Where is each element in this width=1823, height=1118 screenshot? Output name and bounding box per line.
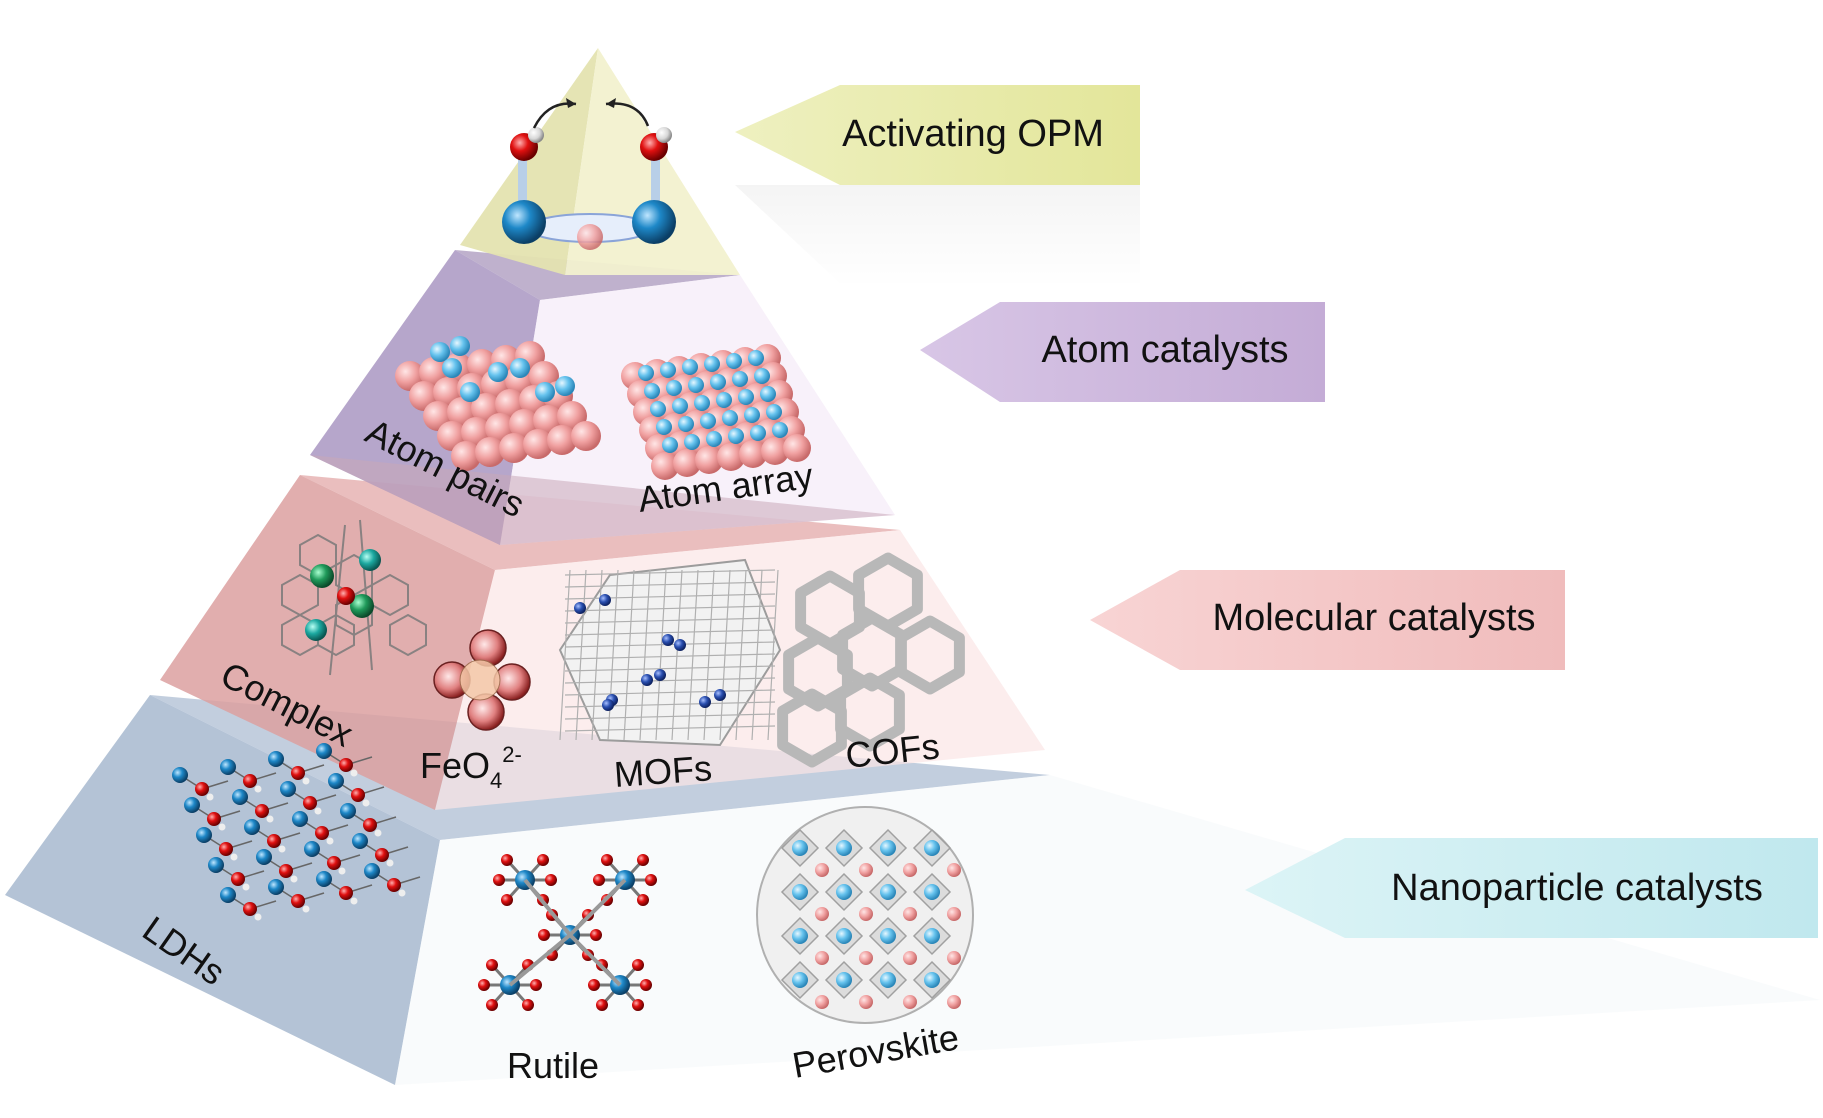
atom-pairs-illustration [395,336,601,471]
feo4-subscript: 4 [490,768,502,793]
feo4-base: FeO [420,745,490,786]
label-cofs: COFs [844,725,942,776]
mofs-illustration [558,558,782,747]
feo4-superscript: 2- [502,742,522,767]
tag-molecular-catalysts-label: Molecular catalysts [1212,597,1535,639]
tag-activating-opm: Activating OPM [735,85,1140,288]
tag-nanoparticle-catalysts-label: Nanoparticle catalysts [1391,867,1763,909]
label-feo4: FeO42- [420,742,522,793]
ldhs-illustration [172,743,421,921]
cofs-illustration [777,552,965,768]
tag-atom-catalysts-label: Atom catalysts [1041,329,1288,371]
rutile-illustration [478,854,657,1011]
atom-array-illustration [621,344,811,480]
perovskite-illustration [756,806,974,1024]
tag-activating-opm-label: Activating OPM [842,113,1104,155]
label-mofs: MOFs [613,747,714,795]
tag-atom-catalysts: Atom catalysts [920,302,1325,402]
tag-molecular-catalysts: Molecular catalysts [1090,570,1565,670]
label-rutile: Rutile [507,1045,599,1086]
opm-molecule-illustration [502,98,676,250]
tag-nanoparticle-catalysts: Nanoparticle catalysts [1245,838,1818,938]
feo4-illustration [433,629,531,731]
complex-illustration [281,519,427,676]
